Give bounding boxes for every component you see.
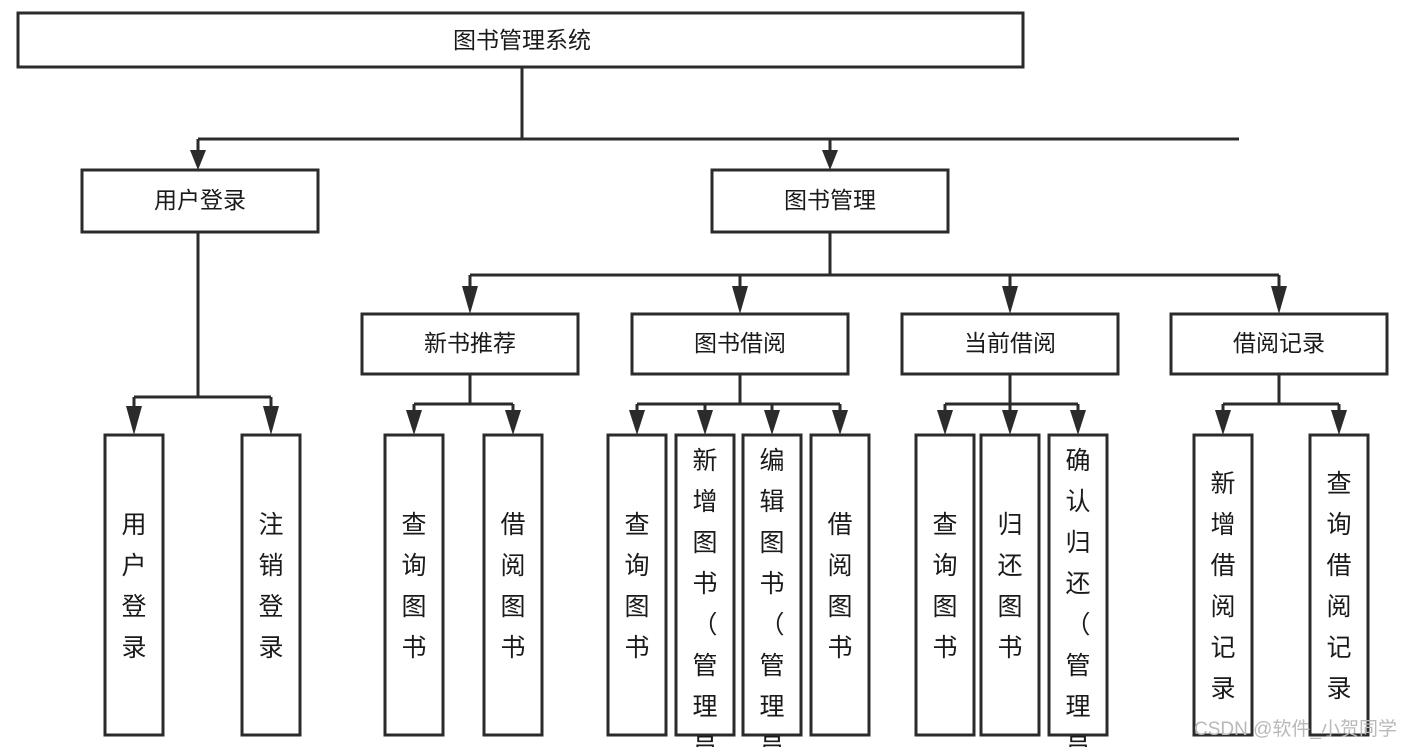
leaf-node[interactable]: 借阅图书 <box>809 433 871 737</box>
leaf-label: 查询借阅记录 <box>1326 470 1351 703</box>
leaf-node[interactable]: 新增图书（管理员） <box>674 433 736 747</box>
node-new-book-recommend[interactable]: 新书推荐 <box>360 312 580 376</box>
node-user-login[interactable]: 用户登录 <box>80 168 320 234</box>
leaf-node[interactable]: 新增借阅记录 <box>1192 433 1254 737</box>
leaf-node[interactable]: 确认归还（管理员） <box>1047 433 1109 747</box>
leaf-label: 注销登录 <box>258 511 283 662</box>
leaf-node[interactable]: 借阅图书 <box>482 433 544 737</box>
node-user-login-label: 用户登录 <box>154 187 246 213</box>
connector-current-borrow-to-leaves <box>937 374 1086 435</box>
node-book-borrow[interactable]: 图书借阅 <box>630 312 850 376</box>
connector-book-mgmt-to-level3 <box>462 232 1287 314</box>
connector-book-borrow-to-leaves <box>629 374 848 435</box>
node-book-borrow-label: 图书借阅 <box>694 330 786 356</box>
leaf-label: 新增借阅记录 <box>1210 470 1235 703</box>
leaf-node[interactable]: 查询借阅记录 <box>1308 433 1370 737</box>
node-root-label: 图书管理系统 <box>453 27 591 53</box>
leaf-label: 查询图书 <box>401 511 426 662</box>
leaf-node[interactable]: 注销登录 <box>240 433 302 737</box>
node-book-management[interactable]: 图书管理 <box>710 168 950 234</box>
node-current-borrow-label: 当前借阅 <box>964 330 1056 356</box>
leaf-node[interactable]: 编辑图书（管理员） <box>741 433 803 747</box>
node-borrow-record-label: 借阅记录 <box>1233 330 1325 356</box>
leaf-label: 确认归还（管理员） <box>1065 447 1090 747</box>
node-new-book-recommend-label: 新书推荐 <box>424 330 516 356</box>
node-root[interactable]: 图书管理系统 <box>16 11 1025 69</box>
connector-borrow-record-to-leaves <box>1215 374 1347 435</box>
leaf-node[interactable]: 查询图书 <box>914 433 976 737</box>
node-borrow-record[interactable]: 借阅记录 <box>1169 312 1389 376</box>
leaf-node[interactable]: 用户登录 <box>103 433 165 737</box>
leaf-label: 用户登录 <box>121 511 146 662</box>
leaf-node[interactable]: 查询图书 <box>383 433 445 737</box>
node-current-borrow[interactable]: 当前借阅 <box>900 312 1120 376</box>
connector-root-to-level2 <box>190 67 1239 170</box>
leaf-label: 借阅图书 <box>827 511 852 662</box>
leaf-label: 查询图书 <box>624 511 649 662</box>
leaf-label: 查询图书 <box>932 511 957 662</box>
connector-new-book-to-leaves <box>406 374 521 435</box>
leaf-label: 归还图书 <box>997 511 1022 662</box>
leaf-label: 编辑图书（管理员） <box>759 447 784 747</box>
node-book-management-label: 图书管理 <box>784 187 876 213</box>
connector-user-login-to-leaves <box>126 232 279 435</box>
leaf-label: 新增图书（管理员） <box>692 447 717 747</box>
leaf-node[interactable]: 归还图书 <box>979 433 1041 737</box>
leaf-label: 借阅图书 <box>500 511 525 662</box>
leaf-node[interactable]: 查询图书 <box>606 433 668 737</box>
